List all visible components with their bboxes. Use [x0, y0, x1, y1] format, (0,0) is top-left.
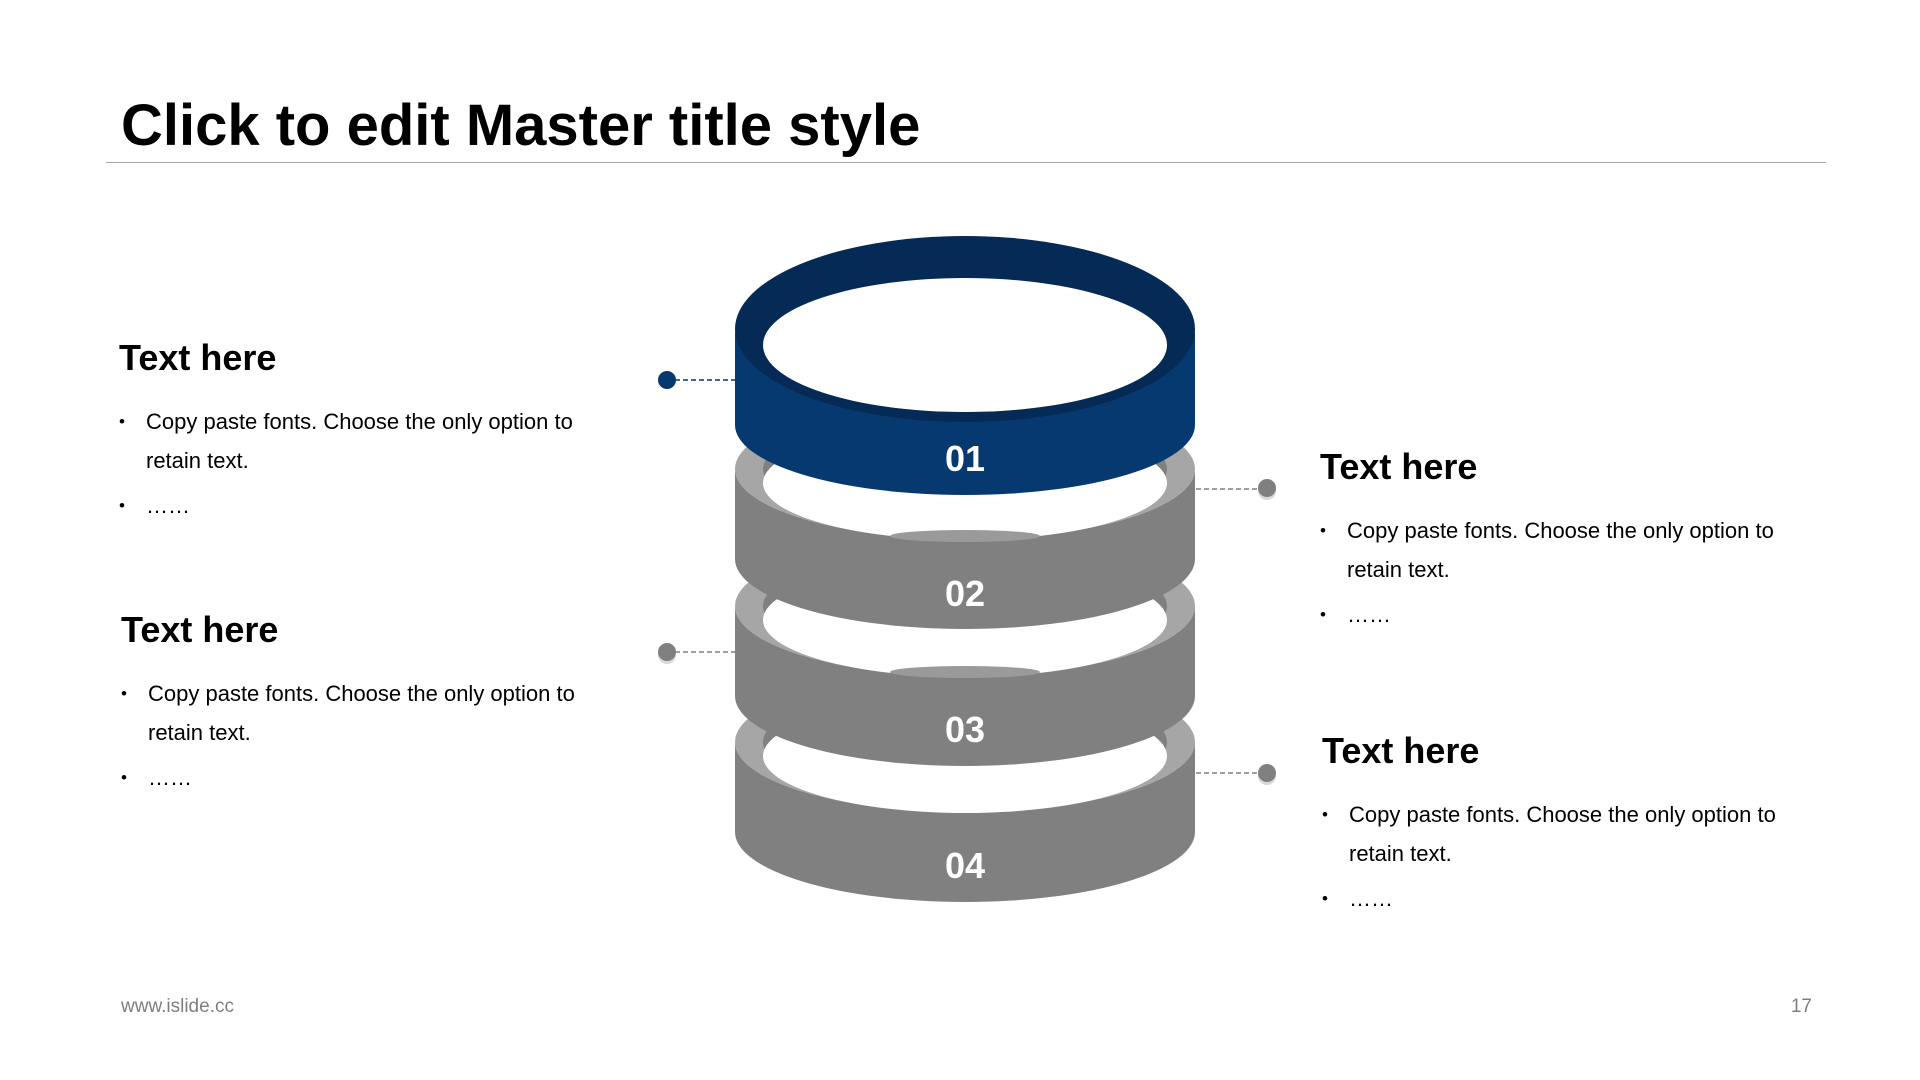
text-block-3: Text here Copy paste fonts. Choose the o… [1320, 445, 1800, 634]
text-block-1: Text here Copy paste fonts. Choose the o… [119, 336, 599, 525]
block-bullet[interactable]: …… [119, 486, 599, 525]
ring-label-03: 03 [945, 709, 985, 750]
block-heading[interactable]: Text here [1320, 446, 1478, 487]
page-number: 17 [1790, 996, 1812, 1017]
ring-01[interactable]: 01 [735, 236, 1195, 495]
title-divider [106, 162, 1826, 163]
block-bullet[interactable]: …… [1322, 879, 1802, 918]
ring-label-02: 02 [945, 573, 985, 614]
block-heading[interactable]: Text here [1322, 730, 1480, 771]
block-bullet[interactable]: Copy paste fonts. Choose the only option… [119, 402, 599, 480]
block-heading[interactable]: Text here [119, 337, 277, 378]
slide-title[interactable]: Click to edit Master title style [121, 93, 921, 158]
connector-dot-1 [658, 371, 676, 389]
ring-label-04: 04 [945, 845, 985, 886]
footer-url: www.islide.cc [121, 996, 234, 1017]
ring-label-01: 01 [945, 438, 985, 479]
block-bullet[interactable]: Copy paste fonts. Choose the only option… [1322, 795, 1802, 873]
connectors [658, 371, 1276, 785]
block-bullet[interactable]: …… [1320, 595, 1800, 634]
block-bullet[interactable]: …… [121, 758, 601, 797]
text-block-4: Text here Copy paste fonts. Choose the o… [1322, 729, 1802, 918]
block-bullet[interactable]: Copy paste fonts. Choose the only option… [1320, 511, 1800, 589]
text-block-2: Text here Copy paste fonts. Choose the o… [121, 608, 601, 797]
block-heading[interactable]: Text here [121, 609, 279, 650]
block-bullet[interactable]: Copy paste fonts. Choose the only option… [121, 674, 601, 752]
